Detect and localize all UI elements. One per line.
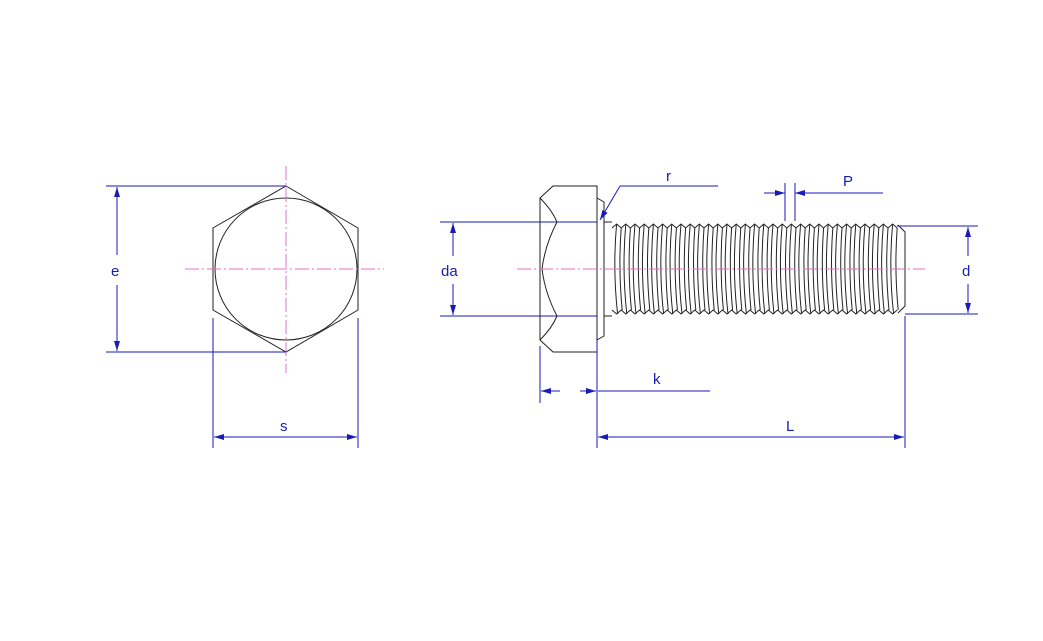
thread-root [840,227,844,311]
dimension-r [599,185,718,221]
label-k: k [653,371,661,388]
thread-crest [779,223,784,315]
dimension-k [539,340,710,448]
thread-crest [816,223,821,315]
thread-root [757,227,761,311]
thread-root [867,227,872,311]
thread-root [619,227,623,311]
label-r: r [666,168,671,185]
bolt-side-view [539,185,906,353]
thread-root [665,227,669,311]
thread-root [794,227,798,311]
dimension-e [106,185,286,353]
thread-crest [669,223,674,315]
label-p: P [843,173,853,190]
shank [604,221,612,317]
thread-crest [706,223,711,315]
thread-crest [752,223,757,315]
washer-face [596,197,605,341]
label-e: e [111,263,119,280]
thread-crest [862,223,867,315]
thread-crest [623,223,628,315]
dimension-L [598,316,906,448]
thread-crest [890,223,895,315]
dimension-s [212,318,359,448]
label-s: s [280,418,288,435]
dimension-da [440,221,597,317]
label-L: L [786,418,794,435]
dimension-p [764,183,883,221]
dimension-d [897,225,978,315]
thread-root [711,227,715,311]
thread-root [821,227,826,311]
thread-crest [641,223,646,315]
front-centerlines [185,166,384,373]
thread-root [647,227,651,311]
thread-crest [733,223,738,315]
thread-crest [844,223,849,315]
thread-root [729,227,734,311]
thread-profile [611,223,898,229]
label-da: da [441,263,458,280]
thread-profile [611,309,898,315]
label-d: d [962,263,970,280]
